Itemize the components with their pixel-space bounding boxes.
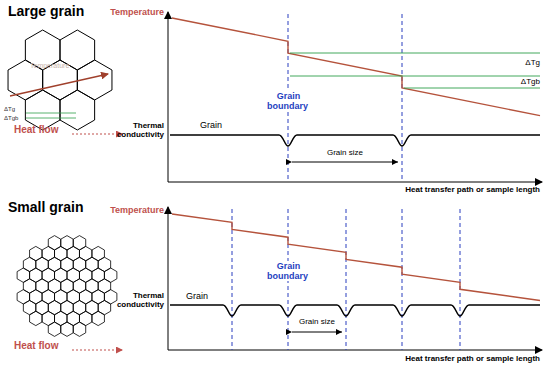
heat-path-arrow bbox=[10, 74, 108, 96]
grain-size-label: Grain size bbox=[294, 318, 340, 327]
y-axis bbox=[168, 12, 169, 182]
heat-flow-arrow bbox=[72, 133, 122, 134]
grain-hexagon bbox=[61, 322, 73, 336]
axis-label: Temperature bbox=[96, 206, 164, 216]
grain-boundary-line bbox=[460, 209, 461, 350]
x-axis bbox=[168, 350, 542, 351]
delta-label: ΔTgb bbox=[506, 78, 540, 87]
axis-label: Heat transfer path or sample length bbox=[330, 186, 540, 195]
delta-line bbox=[404, 88, 540, 89]
delta-line bbox=[290, 53, 540, 54]
axis-label: Thermal conductivity bbox=[112, 292, 164, 310]
heat-flow-label: Heat flow bbox=[14, 124, 74, 135]
axis-label: Heat transfer path or sample length bbox=[330, 355, 540, 364]
label-text: Grain size bbox=[326, 148, 364, 157]
delta-label: ΔTg bbox=[508, 59, 540, 68]
x-axis bbox=[168, 182, 542, 183]
axis-label: Temperature bbox=[96, 8, 164, 18]
heat-flow-arrow bbox=[72, 349, 122, 350]
region-label: Grain bbox=[186, 292, 226, 302]
panel-title: Large grain bbox=[8, 4, 128, 19]
temperature-profile bbox=[172, 18, 540, 116]
grain-size-label: Grain size bbox=[320, 149, 370, 158]
grain-hexagon bbox=[92, 311, 104, 325]
label-text: Grain size bbox=[298, 317, 336, 326]
temperature-profile bbox=[172, 214, 540, 301]
label-text: Grain boundary bbox=[267, 91, 309, 111]
faint-label: Temperature bbox=[30, 62, 90, 70]
panel-title: Small grain bbox=[8, 200, 128, 215]
grain-boundary-line bbox=[346, 209, 347, 350]
grain-hexagon bbox=[60, 90, 95, 130]
delta-line bbox=[290, 76, 540, 77]
grain-hexagon bbox=[30, 311, 42, 325]
boundary-label: Grain boundary bbox=[266, 92, 310, 112]
grain-hexagon bbox=[73, 322, 85, 336]
boundary-label: Grain boundary bbox=[266, 262, 310, 282]
y-axis bbox=[168, 207, 169, 350]
conductivity-curve bbox=[170, 135, 540, 146]
axis-label: Thermal conductivity bbox=[112, 122, 164, 140]
grain-hexagon bbox=[48, 322, 60, 336]
label-text: Grain boundary bbox=[267, 261, 309, 281]
conductivity-curve bbox=[170, 305, 540, 316]
grain-size-arrow bbox=[292, 162, 398, 163]
delta-label: ΔTg bbox=[4, 106, 24, 113]
delta-line bbox=[26, 113, 76, 114]
grain-boundary-line bbox=[402, 209, 403, 350]
region-label: Grain bbox=[200, 121, 240, 131]
delta-line bbox=[26, 118, 76, 119]
grain-size-arrow bbox=[292, 332, 342, 333]
heat-flow-label: Heat flow bbox=[14, 340, 74, 351]
grain-boundary-line bbox=[402, 14, 403, 182]
delta-label: ΔTgb bbox=[4, 115, 24, 122]
